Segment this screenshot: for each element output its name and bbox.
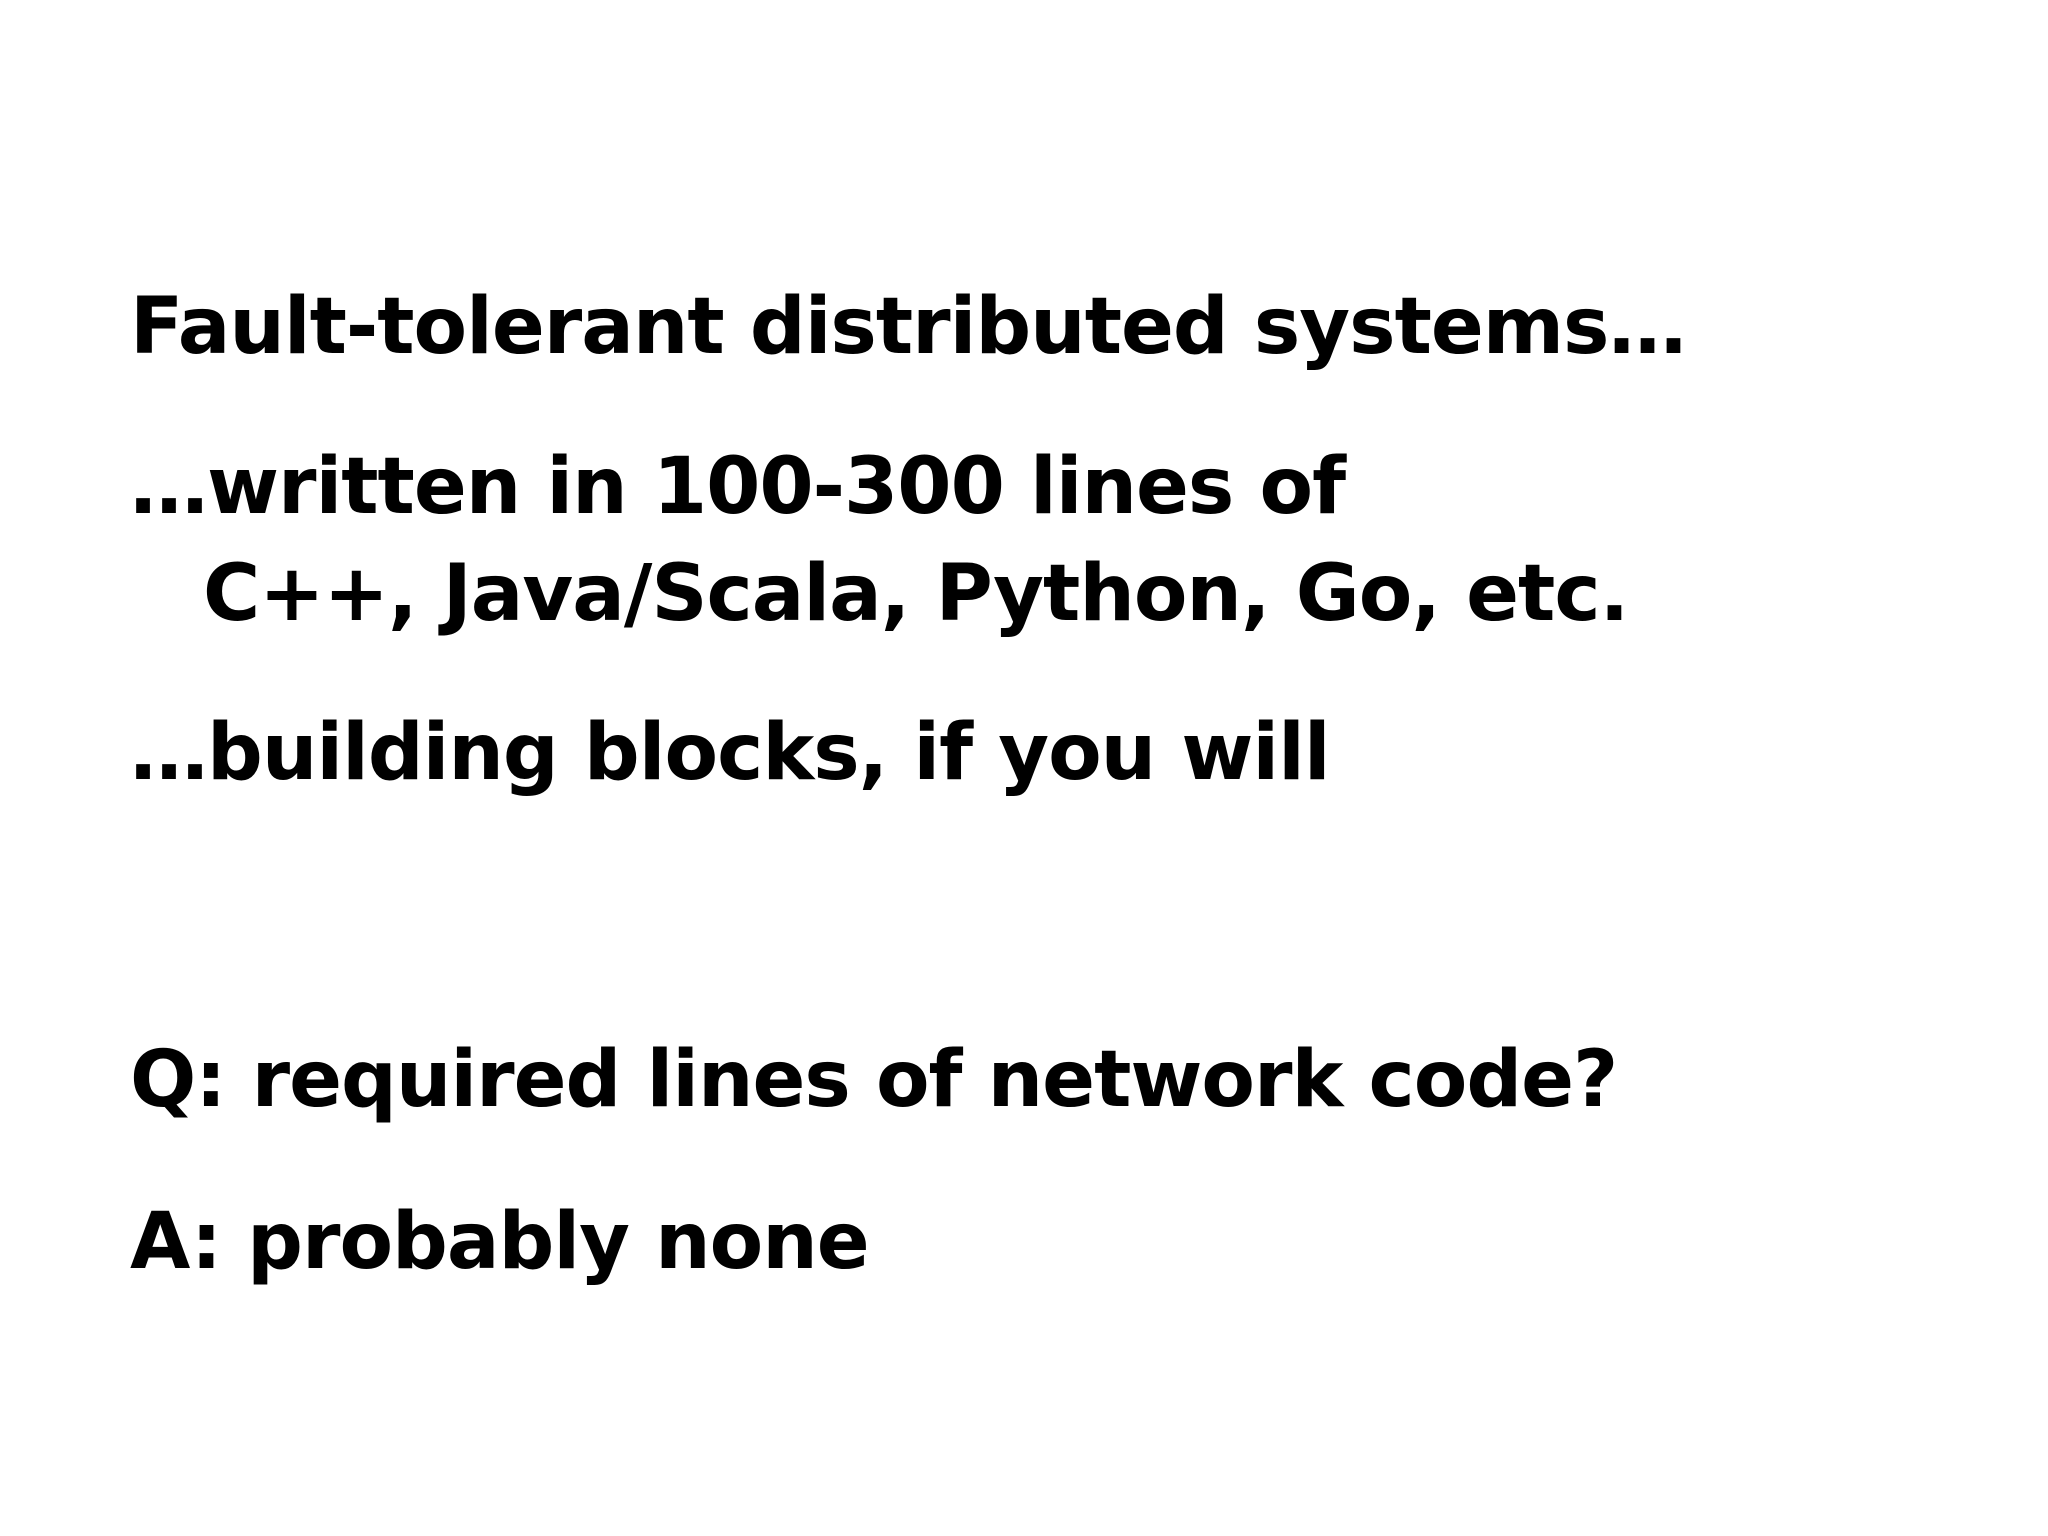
slide-text-line: …written in 100-300 lines of <box>130 442 1346 532</box>
question-text: Q: required lines of network code? <box>130 1035 1618 1125</box>
slide-heading: Fault-tolerant distributed systems… <box>130 282 1686 372</box>
answer-text: A: probably none <box>130 1197 870 1287</box>
slide-text-line: …building blocks, if you will <box>130 708 1331 798</box>
slide-text-line-continuation: C++, Java/Scala, Python, Go, etc. <box>203 549 1629 639</box>
